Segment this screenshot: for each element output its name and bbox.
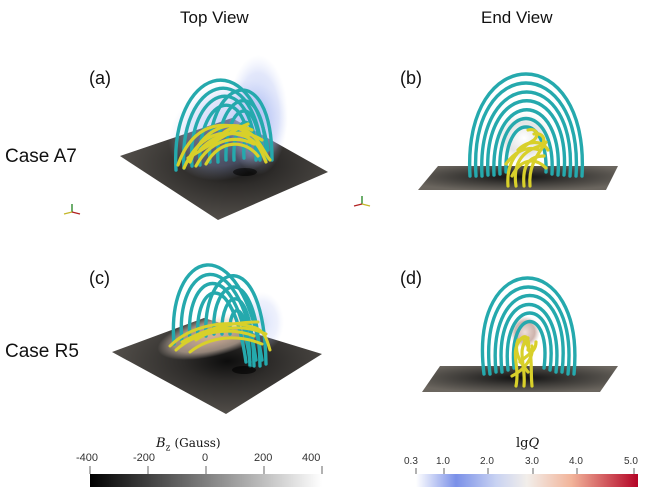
panel-b-graphic	[418, 72, 618, 190]
bz-tick-0: -400	[76, 452, 99, 464]
panel-d-graphic	[422, 276, 618, 392]
row-label-case-r5: Case R5	[5, 341, 79, 362]
lgq-tick-1: 1.0	[436, 456, 450, 467]
panel-c-graphic	[112, 263, 322, 414]
colorbar-bz-title: Bz (Gauss)	[156, 436, 221, 454]
lgq-tick-3: 3.0	[525, 456, 539, 467]
orientation-axes-a	[63, 204, 81, 215]
panel-a-graphic	[120, 55, 328, 220]
column-heading-end-view: End View	[481, 8, 553, 27]
panel-b-teal-loops	[468, 72, 584, 178]
colorbar-lgq	[416, 474, 638, 487]
colorbar-bz-ticks	[89, 466, 323, 474]
orientation-axes-b	[353, 196, 371, 207]
bz-tick-1: -200	[133, 452, 156, 464]
panel-d-yellow-flux-rope	[510, 335, 538, 388]
panel-label-d: (d)	[400, 268, 422, 288]
panel-a-yellow-flux-rope	[176, 122, 272, 170]
panel-label-b: (b)	[400, 68, 422, 88]
colorbar-lgq-ticks	[415, 468, 635, 474]
column-heading-top-view: Top View	[180, 8, 249, 27]
row-label-case-a7: Case A7	[5, 146, 77, 167]
panel-label-c: (c)	[89, 268, 110, 288]
panel-d-teal-loops	[480, 276, 577, 376]
bz-tick-2: 0	[202, 452, 209, 464]
panel-label-a: (a)	[89, 68, 111, 88]
bz-tick-3: 200	[254, 452, 273, 464]
panel-c-yellow-flux-rope	[168, 320, 272, 354]
lgq-tick-0: 0.3	[404, 456, 418, 467]
lgq-tick-2: 2.0	[480, 456, 494, 467]
colorbar-lgq-title: lgQ	[516, 436, 540, 451]
panel-b-plane	[418, 166, 618, 190]
lgq-tick-4: 4.0	[569, 456, 583, 467]
lgq-tick-5: 5.0	[624, 456, 638, 467]
panel-b-yellow-flux-rope	[504, 128, 550, 188]
colorbar-bz	[90, 474, 322, 487]
bz-tick-4: 400	[302, 452, 321, 464]
